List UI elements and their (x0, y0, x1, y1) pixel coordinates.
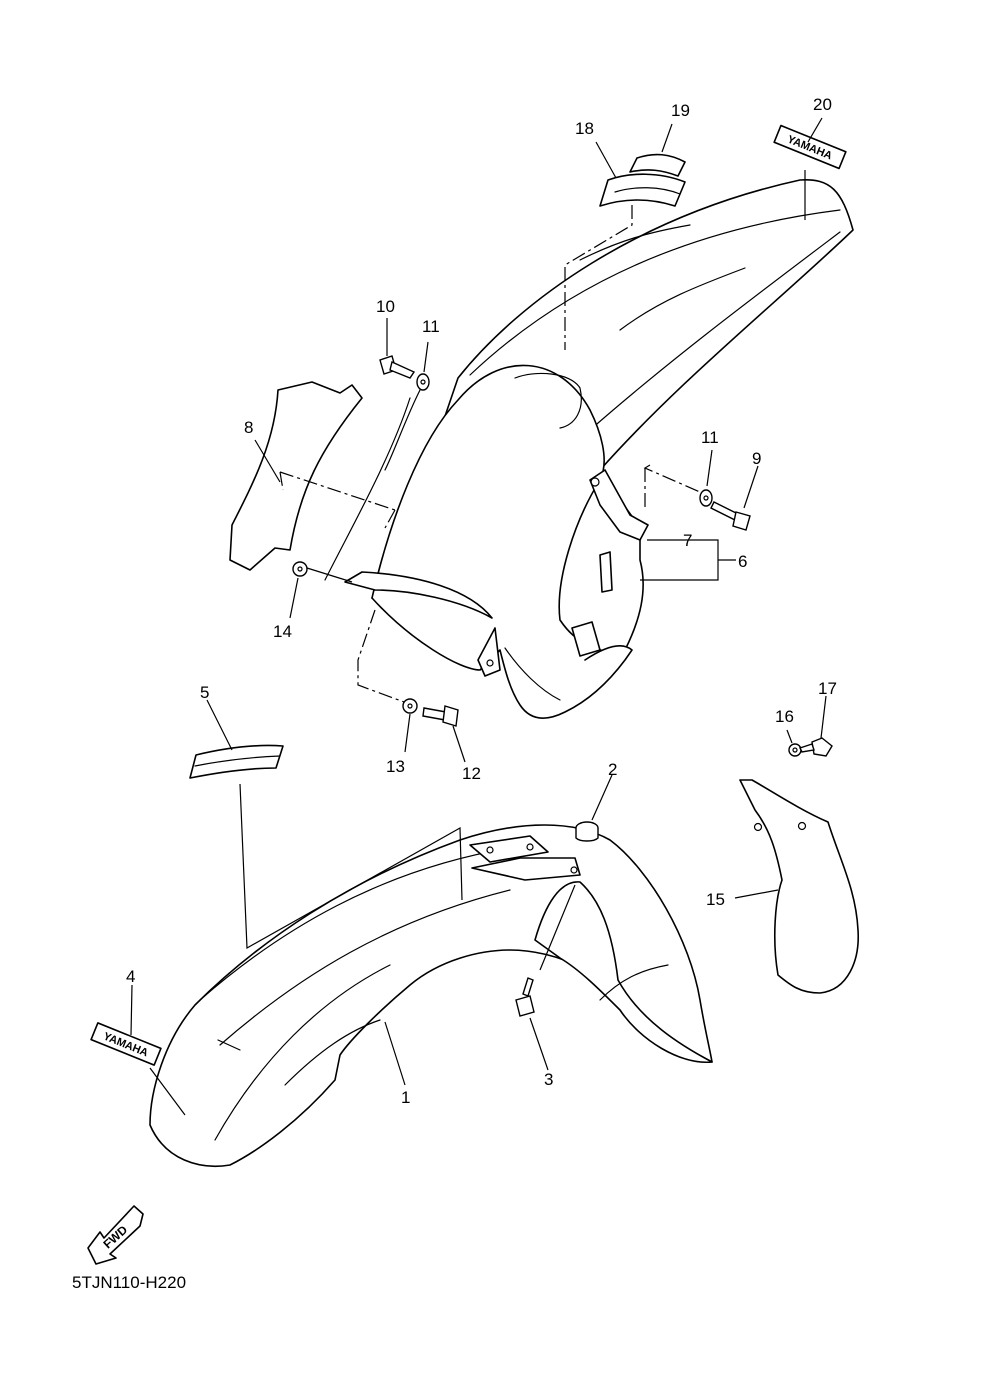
fwd-arrow: FWD (87, 1205, 144, 1265)
callout-9: 9 (752, 449, 761, 468)
callout-20: 20 (813, 95, 832, 114)
callout-12: 12 (462, 764, 481, 783)
washer-11-lower (699, 489, 713, 507)
callout-3: 3 (544, 1070, 553, 1089)
decal-19 (629, 153, 686, 177)
screw-17 (799, 737, 833, 757)
bolt-9 (710, 501, 751, 531)
callout-10: 10 (376, 297, 395, 316)
callout-15: 15 (706, 890, 725, 909)
callout-18: 18 (575, 119, 594, 138)
washer-13 (402, 698, 418, 714)
callout-2: 2 (608, 760, 617, 779)
callout-8: 8 (244, 418, 253, 437)
callout-17: 17 (818, 679, 837, 698)
callout-6: 6 (738, 552, 747, 571)
decal-5 (189, 744, 284, 779)
decal-20: YAMAHA (773, 124, 847, 170)
washer-16 (788, 743, 802, 757)
callout-7: 7 (683, 531, 692, 550)
callout-labels: 1 2 3 4 5 6 7 8 9 10 11 11 12 13 14 15 1… (126, 95, 837, 1107)
decal-18 (599, 173, 686, 207)
collar-2 (575, 821, 599, 842)
bolt-10 (379, 355, 416, 379)
callout-19: 19 (671, 101, 690, 120)
callout-14: 14 (273, 622, 292, 641)
upper-fender (344, 179, 854, 719)
callout-13: 13 (386, 757, 405, 776)
callout-1: 1 (401, 1088, 410, 1107)
side-cover-8 (229, 381, 421, 581)
washer-14 (292, 561, 308, 577)
callout-5: 5 (200, 683, 209, 702)
callout-16: 16 (775, 707, 794, 726)
bolt-3 (515, 977, 535, 1017)
washer-11-upper (416, 373, 430, 391)
diagram-code: 5TJN110-H220 (72, 1273, 186, 1292)
guard-15 (739, 779, 859, 994)
front-fender (149, 824, 713, 1167)
callout-11-upper: 11 (422, 317, 440, 336)
callout-11-lower: 11 (701, 428, 719, 447)
leader-lines (130, 117, 827, 1116)
bolt-12 (422, 705, 459, 727)
decal-4: YAMAHA (90, 1022, 162, 1066)
callout-4: 4 (126, 967, 135, 986)
